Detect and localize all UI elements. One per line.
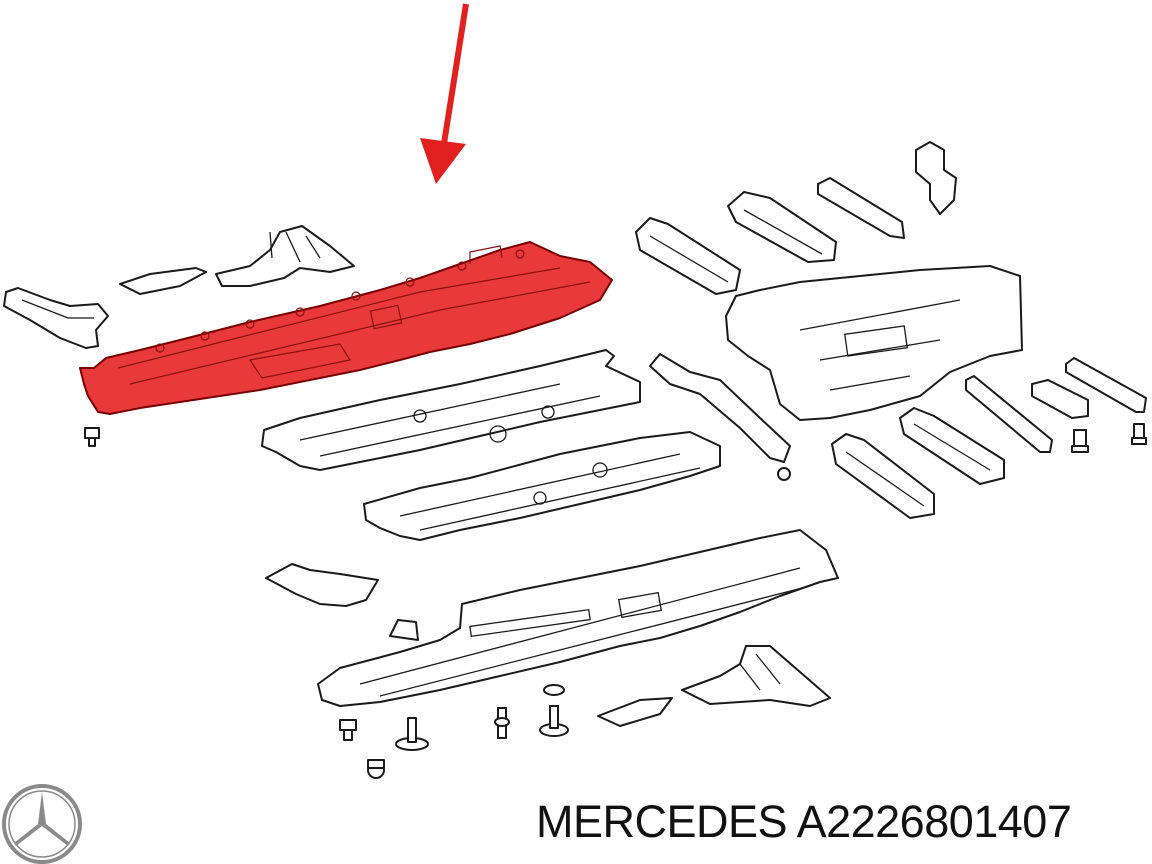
rear-bracket-1 — [597, 697, 673, 727]
screw-3 — [367, 759, 385, 779]
crossmember-4 — [831, 433, 935, 519]
small-plate-2 — [1065, 357, 1147, 413]
rear-bracket-2 — [681, 645, 831, 707]
screw-1 — [84, 427, 100, 447]
left-splash-guard — [3, 287, 109, 349]
crossmember-3 — [817, 177, 905, 239]
crossmember-5 — [899, 407, 1005, 485]
floor-pan-front — [261, 349, 641, 471]
bracket-upper-right — [915, 141, 957, 215]
part-caption: MERCEDES A2226801407 — [536, 796, 1072, 848]
small-bracket-3 — [265, 563, 379, 607]
long-rail — [649, 353, 791, 481]
small-bracket-2 — [215, 225, 355, 287]
side-body-panel — [725, 265, 1023, 421]
side-sill — [965, 375, 1053, 453]
floor-pan-rear — [363, 431, 721, 541]
highlighted-underbody-panel[interactable] — [79, 241, 613, 415]
part-number: A2226801407 — [796, 796, 1072, 847]
pointer-arrow — [420, 3, 469, 184]
screw-2 — [339, 719, 357, 741]
small-clip — [389, 619, 419, 641]
clip-1 — [395, 717, 429, 751]
crossmember-2 — [727, 191, 837, 263]
mercedes-star-logo-icon — [2, 784, 82, 864]
small-plate-1 — [1031, 379, 1089, 419]
small-bracket-1 — [119, 267, 207, 295]
clip-2 — [494, 707, 510, 739]
screw-4 — [1071, 429, 1089, 453]
clip-3 — [539, 684, 569, 737]
screw-5 — [1131, 423, 1147, 445]
bottom-underbody-panel — [317, 529, 839, 707]
crossmember-1 — [635, 217, 741, 295]
brand-name: MERCEDES — [536, 796, 788, 847]
